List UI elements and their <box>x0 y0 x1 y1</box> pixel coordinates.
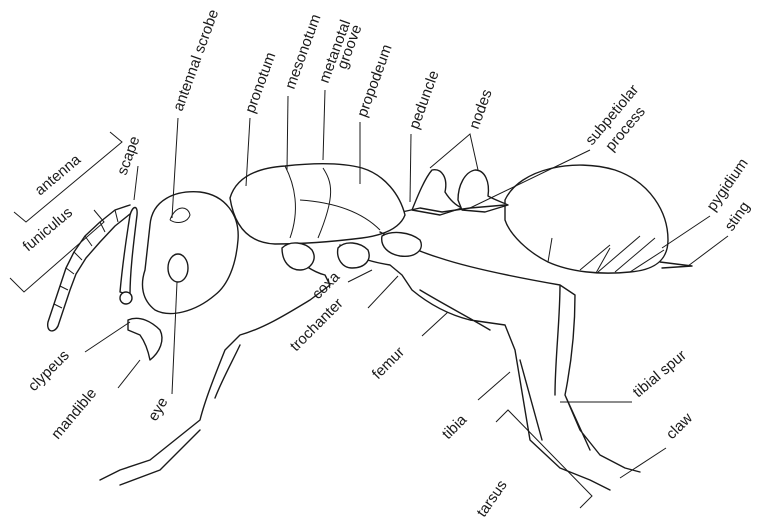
gaster <box>505 165 668 273</box>
claw-leader <box>620 448 666 478</box>
sting-shape <box>660 262 692 268</box>
femur-leader <box>422 312 448 336</box>
label-propodeum: propodeum <box>354 42 396 119</box>
label-clypeus: clypeus <box>25 347 73 395</box>
peduncle-leader <box>410 134 411 202</box>
ant-body-drawing <box>48 164 692 490</box>
metanotal-groove-leader <box>323 90 325 160</box>
antenna-base <box>120 292 132 304</box>
label-sting: sting <box>721 199 753 235</box>
tibia-leader <box>478 372 510 400</box>
label-scape: scape <box>114 134 144 177</box>
mandible-leader <box>118 360 140 388</box>
nodes-leader <box>430 134 478 170</box>
scape-leader <box>134 166 138 200</box>
trochanter-leader <box>368 276 398 308</box>
label-eye: eye <box>145 395 172 424</box>
label-funiculus: funiculus <box>20 204 76 255</box>
label-tibia: tibia <box>439 411 471 443</box>
label-claw: claw <box>663 409 696 442</box>
eye-shape <box>168 254 188 282</box>
coxa-leader <box>348 270 372 282</box>
label-antennal-scrobe: antennal scrobe <box>170 7 222 113</box>
label-antenna: antenna <box>32 151 85 199</box>
label-femur: femur <box>369 344 408 383</box>
label-tibial-spur: tibial spur <box>630 347 690 401</box>
leader-lines <box>10 90 728 508</box>
label-nodes: nodes <box>466 87 496 131</box>
pygidium-leader <box>662 216 710 248</box>
label-peduncle: peduncle <box>406 68 443 131</box>
label-pronotum: pronotum <box>242 50 280 115</box>
label-mandible: mandible <box>48 385 100 443</box>
head <box>142 192 238 314</box>
mesonotum-leader <box>287 96 288 170</box>
mandible-shape <box>128 318 162 360</box>
label-trochanter: trochanter <box>287 295 347 355</box>
sting-leader <box>688 236 728 266</box>
mesosoma <box>230 164 405 244</box>
clypeus-leader <box>85 322 130 352</box>
label-tarsus: tarsus <box>473 477 510 520</box>
